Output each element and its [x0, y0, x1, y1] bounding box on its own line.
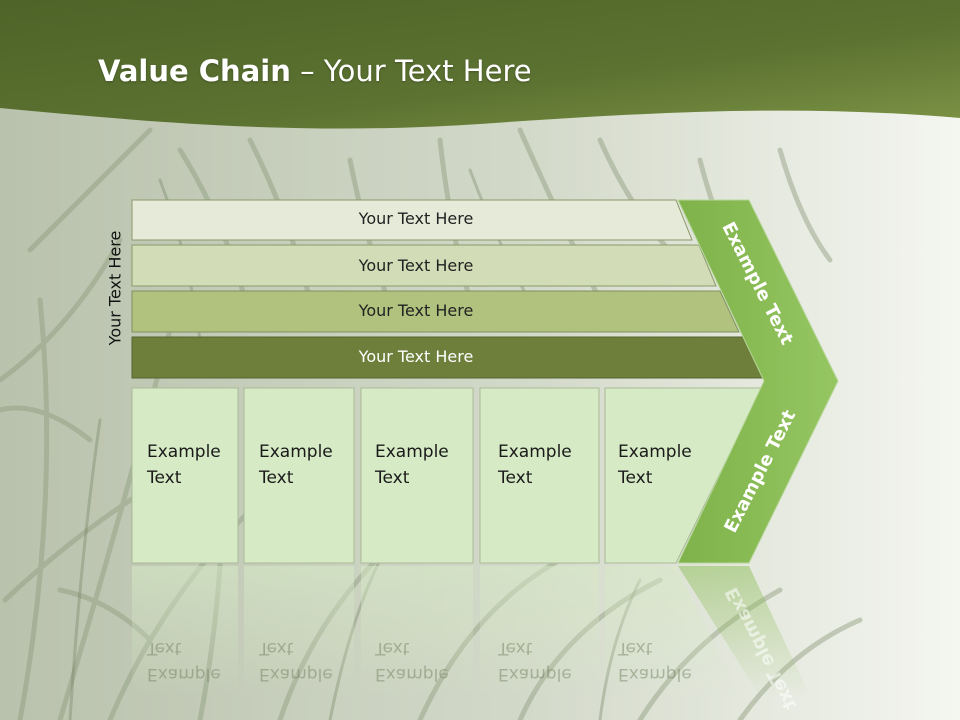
- box-2-label-reflection: Example Text: [259, 638, 333, 684]
- box-4-label-reflection: Example Text: [498, 638, 572, 684]
- box-4-reflection: [480, 566, 599, 696]
- chevron-reflection: [678, 566, 810, 696]
- box-3-label-reflection: Example Text: [375, 638, 449, 684]
- box-5-label-reflection: Example Text: [618, 638, 692, 684]
- box-5-label: Example Text: [618, 442, 692, 488]
- box-1-shape: [131, 387, 239, 564]
- header-band: [0, 0, 960, 129]
- bar-3-shape: [131, 290, 740, 333]
- box-2-shape: [243, 387, 355, 564]
- bar-1-label: Your Text Here: [358, 209, 474, 228]
- box-3-reflection: [361, 566, 473, 696]
- box-1-label-reflection: Example Text: [147, 638, 221, 684]
- bar-2-label: Your Text Here: [358, 256, 474, 275]
- box-5-shape: [604, 387, 763, 564]
- title-bold: Value Chain: [98, 54, 291, 88]
- box-5-reflection: [605, 566, 740, 696]
- box-3-shape: [360, 387, 474, 564]
- box-4-shape: [479, 387, 600, 564]
- bar-3-label: Your Text Here: [358, 301, 474, 320]
- box-2-reflection: [244, 566, 354, 696]
- title-rest: – Your Text Here: [290, 54, 532, 88]
- box-1-reflection: [132, 566, 238, 696]
- box-3-label: Example Text: [375, 442, 449, 488]
- box-1-label: Example Text: [147, 442, 221, 488]
- bar-4-label: Your Text Here: [358, 347, 474, 366]
- bar-1-shape: [131, 199, 693, 241]
- bar-2-shape: [131, 244, 717, 287]
- box-2-label: Example Text: [259, 442, 333, 488]
- chevron-shape: [677, 199, 839, 564]
- side-label: Your Text Here: [105, 230, 125, 346]
- slide-title: Value Chain – Your Text Here: [98, 54, 532, 88]
- box-4-label: Example Text: [498, 442, 572, 488]
